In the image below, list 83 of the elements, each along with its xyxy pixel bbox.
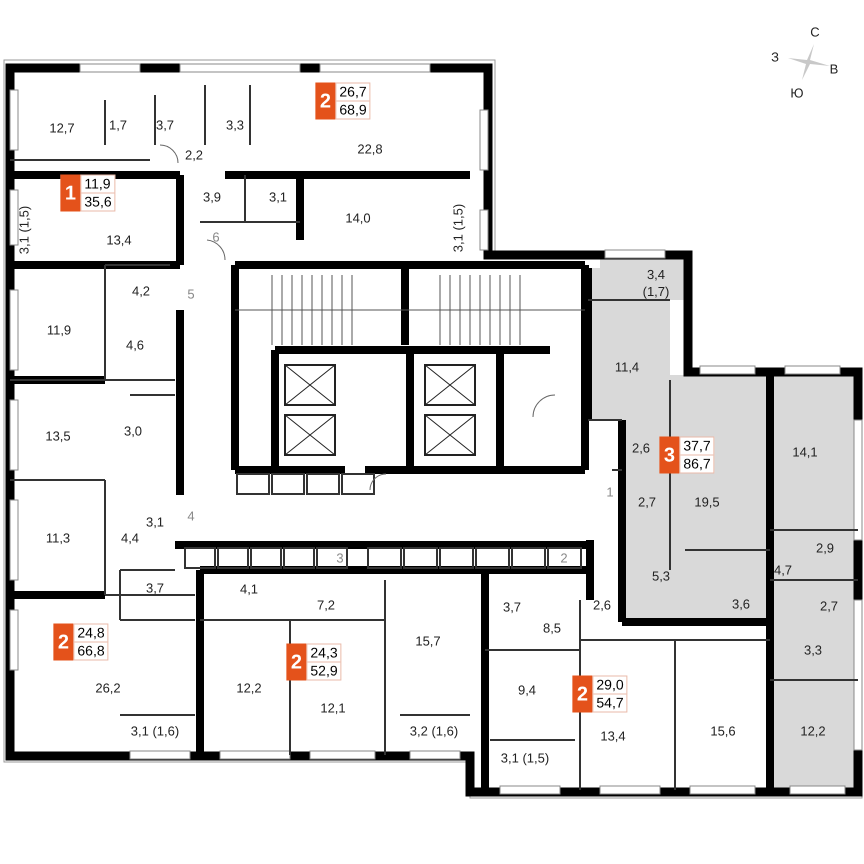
- room-area: 1,7: [108, 115, 128, 135]
- room-area: 11,3: [46, 528, 70, 548]
- total-area: 66,8: [74, 642, 108, 660]
- room-area: 3,7: [156, 115, 174, 135]
- door-number: 6: [212, 228, 220, 246]
- room-area: 3,3: [226, 115, 244, 135]
- apartment-badge: [53, 624, 109, 660]
- room-area: 14,1: [792, 442, 818, 462]
- total-area: 68,9: [336, 102, 370, 118]
- compass-letter: В: [830, 60, 838, 78]
- room-area: 4,1: [240, 579, 258, 599]
- door-number: 1: [606, 483, 614, 502]
- room-area: 15,6: [710, 721, 736, 741]
- room-area: 11,9: [46, 320, 72, 340]
- room-area: 2,9: [816, 538, 834, 558]
- living-area: 11,9: [81, 176, 115, 194]
- room-area: 12,1: [320, 698, 346, 718]
- room-area: 3,4 (1,7): [634, 267, 678, 301]
- room-area: 4,2: [132, 281, 150, 301]
- room-count: 2: [53, 624, 74, 660]
- room-area: 14,0: [345, 208, 371, 228]
- room-area: 19,5: [694, 492, 720, 512]
- apartment-badge: [315, 82, 371, 120]
- total-area: 52,9: [307, 662, 341, 680]
- room-area: 26,2: [95, 678, 121, 698]
- room-area: 3,0: [124, 421, 142, 441]
- room-area: 9,4: [518, 680, 536, 700]
- room-area: 5,3: [652, 566, 670, 586]
- room-area: 11,4: [614, 357, 640, 377]
- living-area: 26,7: [336, 84, 370, 102]
- room-area: 3,9: [202, 187, 222, 207]
- room-area: 13,4: [106, 230, 132, 250]
- room-area: 22,8: [357, 139, 383, 159]
- apartment-badge: [286, 644, 342, 680]
- room-area: 3,1 (1,5): [14, 206, 34, 254]
- living-area: 24,3: [307, 644, 341, 662]
- compass-letter: З: [771, 48, 779, 66]
- living-area: 37,7: [680, 438, 714, 456]
- room-area: 3,6: [732, 594, 750, 614]
- room-area: 3,2 (1,6): [410, 721, 458, 741]
- room-area: 12,2: [236, 678, 262, 698]
- room-area: 3,1: [146, 512, 164, 532]
- room-area: 4,4: [120, 528, 140, 548]
- room-area: 7,2: [316, 595, 336, 615]
- room-area: 2,2: [184, 145, 204, 165]
- apartment-badge: [60, 174, 116, 212]
- room-area: 13,5: [45, 426, 71, 446]
- room-area: 4,6: [126, 335, 144, 355]
- room-area: 2,7: [820, 596, 838, 616]
- door-number: 3: [336, 549, 344, 568]
- room-area: 3,1 (1,5): [448, 204, 468, 252]
- compass-letter: Ю: [790, 84, 804, 102]
- room-count: 2: [286, 644, 306, 680]
- room-count: 2: [315, 82, 336, 120]
- room-count: 1: [60, 174, 80, 212]
- room-area: 2,7: [638, 492, 656, 512]
- room-count: 3: [659, 436, 680, 474]
- living-area: 29,0: [593, 676, 627, 694]
- room-area: 3,1 (1,6): [130, 721, 180, 741]
- room-area: 3,7: [146, 578, 164, 598]
- living-area: 24,8: [74, 624, 108, 642]
- total-area: 86,7: [680, 456, 714, 472]
- room-area: 12,2: [800, 721, 826, 741]
- room-count: 2: [572, 676, 592, 712]
- door-number: 4: [187, 507, 195, 526]
- room-area: 4,7: [774, 560, 792, 580]
- room-area: 3,1: [268, 187, 288, 207]
- room-area: 12,7: [49, 118, 75, 138]
- door-number: 5: [187, 285, 195, 304]
- room-area: 13,4: [600, 726, 626, 746]
- apartment-badge: [572, 676, 628, 712]
- total-area: 54,7: [593, 694, 627, 712]
- room-area: 3,3: [804, 640, 822, 660]
- room-area: 3,7: [502, 597, 522, 617]
- total-area: 35,6: [81, 194, 115, 210]
- room-area: 3,1 (1,5): [500, 748, 550, 768]
- compass-letter: С: [810, 23, 820, 42]
- room-area: 2,6: [592, 595, 612, 615]
- room-area: 8,5: [542, 618, 562, 638]
- door-number: 2: [560, 549, 568, 568]
- room-area: 2,6: [632, 438, 650, 458]
- room-area: 15,7: [415, 631, 441, 651]
- apartment-badge: [659, 436, 715, 474]
